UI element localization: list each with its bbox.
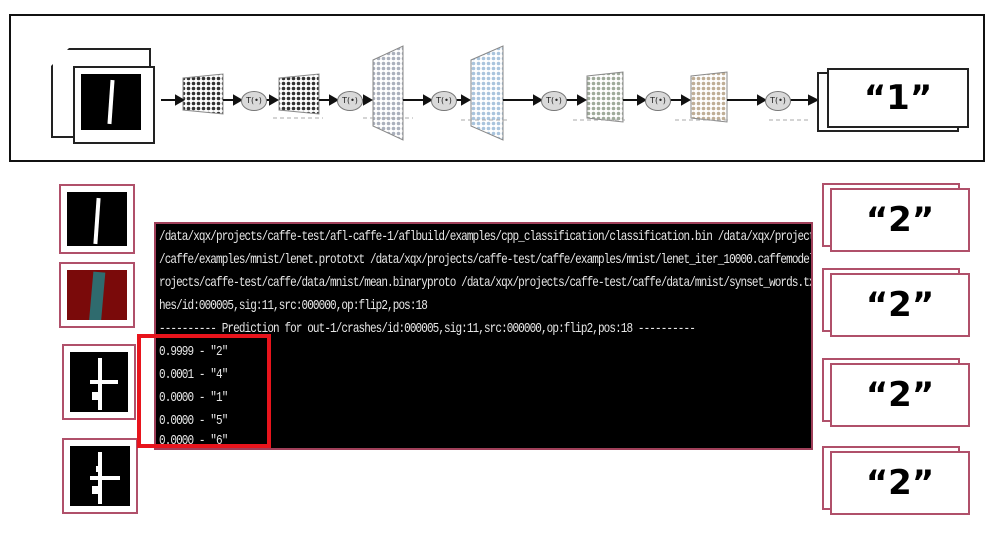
transfer-node-1: T(•) xyxy=(241,91,267,111)
terminal-line-1: /data/xqx/projects/caffe-test/afl-caffe-… xyxy=(159,230,813,245)
transfer-node-4: T(•) xyxy=(541,91,567,111)
prediction-row-3: 0.0000 - "1" xyxy=(159,391,228,406)
input-thumb-original xyxy=(59,184,135,254)
terminal-line-4: hes/id:000005,sig:11,src:000000,op:flip2… xyxy=(159,299,428,314)
digit-one-image xyxy=(81,74,141,130)
layer-fc3 xyxy=(586,71,624,123)
result-label-4-text: “2” xyxy=(830,451,970,515)
terminal-line-2: /caffe/examples/mnist/lenet.prototxt /da… xyxy=(159,253,813,268)
result-label-4: “2” xyxy=(822,446,972,518)
layer-conv1 xyxy=(182,73,224,115)
transfer-node-5: T(•) xyxy=(645,91,671,111)
pipeline-output-label: “1” xyxy=(817,68,969,132)
result-label-3: “2” xyxy=(822,358,972,428)
pipeline-input-digit xyxy=(51,48,161,144)
layer-conv2 xyxy=(278,73,320,115)
result-label-1-text: “2” xyxy=(830,188,970,252)
prediction-row-2: 0.0001 - "4" xyxy=(159,368,228,383)
result-label-2-text: “2” xyxy=(830,273,970,337)
result-label-3-text: “2” xyxy=(830,363,970,427)
layer-fc2 xyxy=(470,45,504,141)
result-label-2: “2” xyxy=(822,268,972,338)
output-label-text: “1” xyxy=(827,68,969,128)
layer-fc1 xyxy=(372,45,404,141)
lenet-pipeline-diagram: T(•) T(•) T(•) T(•) T(•) T(•) “1” xyxy=(9,14,985,162)
prediction-header: ---------- Prediction for out-1/crashes/… xyxy=(159,322,696,337)
terminal-line-3: rojects/caffe-test/caffe/data/mnist/mean… xyxy=(159,276,813,291)
prediction-row-4: 0.0000 - "5" xyxy=(159,414,228,429)
input-thumb-crash-1 xyxy=(62,344,136,420)
transfer-node-2: T(•) xyxy=(337,91,363,111)
layer-fc4 xyxy=(690,71,728,123)
transfer-node-6: T(•) xyxy=(765,91,791,111)
prediction-row-1: 0.9999 - "2" xyxy=(159,345,228,360)
network-layers xyxy=(161,45,820,141)
input-thumb-crash-2 xyxy=(62,438,138,514)
transfer-node-3: T(•) xyxy=(431,91,457,111)
prediction-highlight-box xyxy=(137,334,271,448)
result-label-1: “2” xyxy=(822,183,972,253)
input-thumb-perturbed xyxy=(59,262,135,328)
